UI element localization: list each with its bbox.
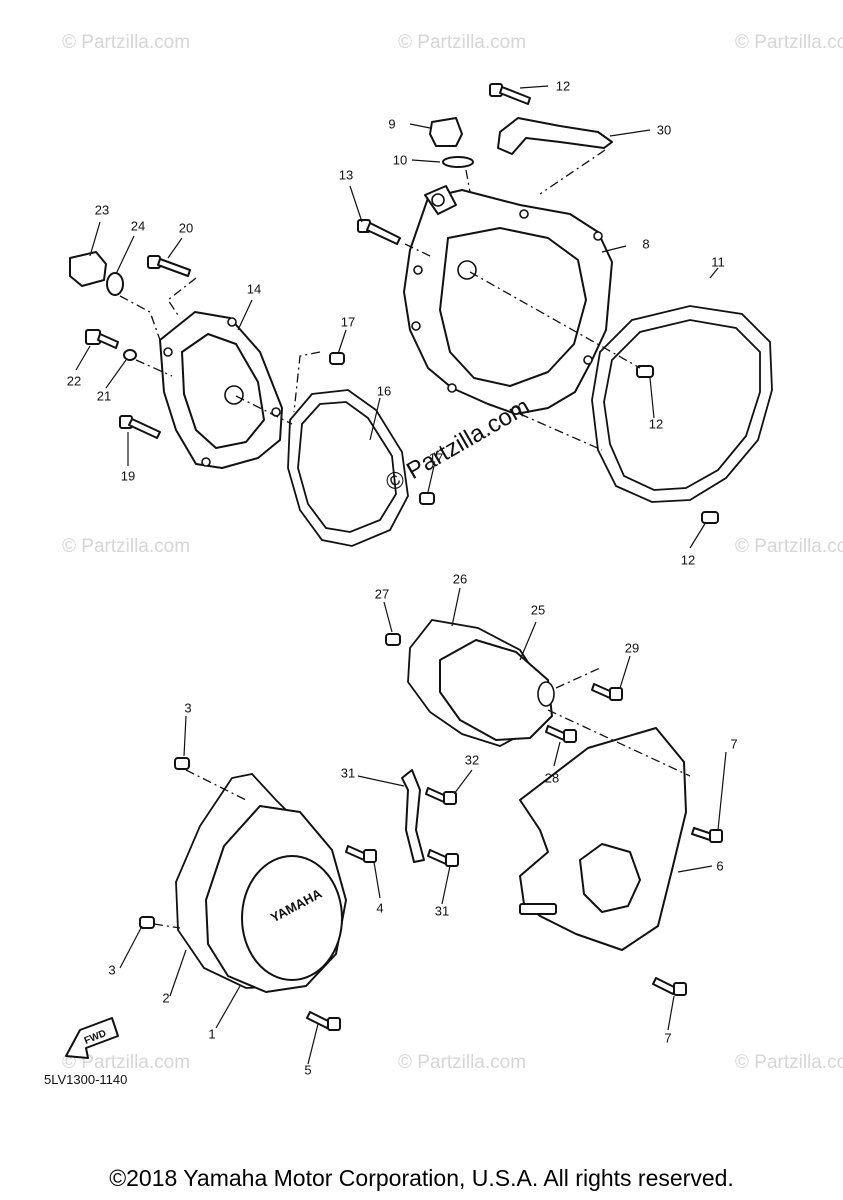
cover-15: [159, 311, 283, 469]
callout-leaders: [75, 85, 727, 1065]
dowel-pin-12: [701, 511, 719, 524]
watermark-text: © Partzilla.com: [735, 1052, 843, 1073]
callout-18: 19: [120, 468, 136, 484]
callout-12: 12: [680, 552, 696, 568]
callout-20: 21: [96, 388, 112, 404]
cover-24: [439, 639, 553, 741]
o-ring-10: [442, 156, 474, 168]
callout-10: 10: [392, 152, 408, 168]
callout-21: 22: [66, 373, 82, 389]
bolt-7: [691, 827, 723, 843]
gasket-16: [287, 389, 409, 547]
callout-12: 12: [648, 416, 664, 432]
callout-27: 28: [544, 770, 560, 786]
callout-17: 17: [428, 450, 444, 466]
callout-7: 7: [664, 1030, 672, 1046]
fwd-arrow-icon: [65, 1017, 119, 1059]
bracket-30: [401, 769, 425, 863]
callout-4: 4: [376, 900, 384, 916]
callout-17: 17: [340, 314, 356, 330]
bolt-27: [545, 725, 577, 743]
callout-3: 3: [184, 700, 192, 716]
callout-19: 20: [178, 220, 194, 236]
watermark-text: © Partzilla.com: [735, 32, 843, 53]
callout-9: 9: [388, 116, 396, 132]
watermark-text: © Partzilla.com: [735, 536, 843, 557]
callout-5: 5: [304, 1062, 312, 1078]
watermark-text: © Partzilla.com: [398, 32, 527, 53]
callout-29: 30: [656, 122, 672, 138]
bolt-21: [85, 329, 119, 349]
callout-23: 24: [130, 218, 146, 234]
bolt-31: [427, 849, 459, 867]
callout-8: 8: [642, 236, 650, 252]
clutch-cover-8: [403, 185, 613, 415]
bolt-28: [591, 683, 623, 701]
callout-3: 3: [108, 962, 116, 978]
gasket-11: [591, 305, 773, 503]
dowel-pin-17: [329, 352, 345, 365]
bracket-29: [497, 117, 613, 155]
callout-24: 25: [530, 602, 546, 618]
assembly-lines: [119, 149, 691, 929]
watermark-text: © Partzilla.com: [62, 536, 191, 557]
bolt-13: [357, 219, 401, 245]
callout-7: 7: [730, 736, 738, 752]
watermark-text: © Partzilla.com: [62, 1052, 191, 1073]
callout-14: 12: [555, 78, 571, 94]
watermark-text: © Partzilla.com: [62, 32, 191, 53]
plug-22: [69, 251, 107, 287]
sprocket-cover-6: [519, 727, 687, 951]
callout-1: 1: [208, 1026, 216, 1042]
callout-32: 32: [464, 752, 480, 768]
dowel-pin-26: [385, 633, 401, 646]
copyright-notice: ©2018 Yamaha Motor Corporation, U.S.A. A…: [109, 1165, 734, 1191]
bolt-5: [306, 1011, 341, 1031]
bolt-4: [345, 845, 377, 863]
callout-25: 26: [452, 571, 468, 587]
callout-6: 6: [716, 858, 724, 874]
callout-16: 16: [376, 383, 392, 399]
o-ring-23: [106, 272, 124, 296]
callout-2: 2: [162, 990, 170, 1006]
washer-20: [123, 349, 137, 361]
callout-28: 29: [624, 640, 640, 656]
diagram-code: 5LV1300-1140: [44, 1072, 128, 1087]
bolt-18: [119, 415, 161, 439]
callout-13: 13: [338, 167, 354, 183]
bolt-7: [652, 977, 687, 996]
callout-15: 14: [246, 281, 262, 297]
dowel-pin-12: [636, 365, 654, 378]
callout-11: 11: [711, 254, 725, 270]
callout-22: 23: [94, 202, 110, 218]
callout-30: 31: [340, 765, 356, 781]
bolt-19: [147, 255, 191, 277]
callout-26: 27: [374, 586, 390, 602]
callout-31: 31: [434, 903, 450, 919]
dowel-pin-3: [139, 916, 155, 929]
bolt-32: [425, 787, 457, 805]
dowel-pin-3: [174, 757, 190, 770]
bolt-14: [489, 83, 531, 105]
watermark-text: © Partzilla.com: [398, 1052, 527, 1073]
dowel-pin-17: [419, 492, 435, 505]
oil-filler-plug-9: [429, 117, 463, 147]
